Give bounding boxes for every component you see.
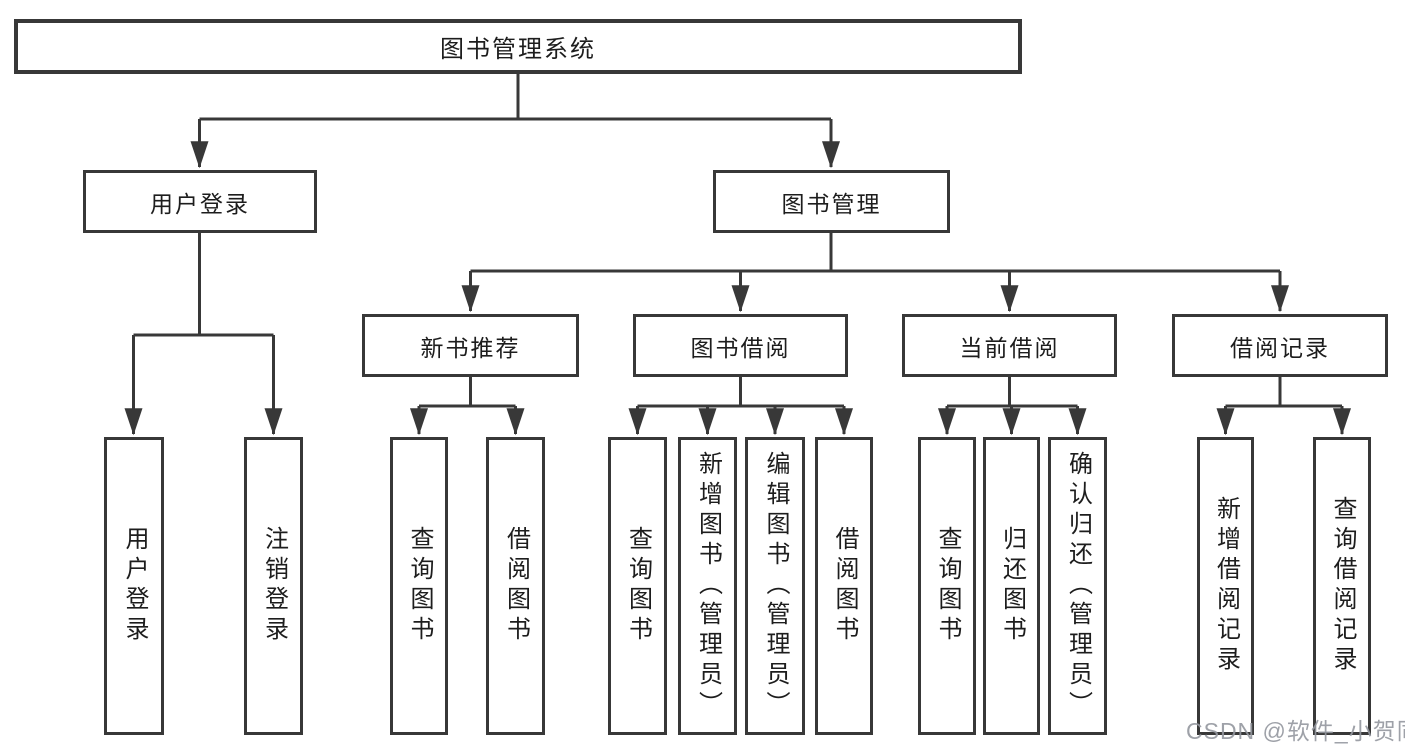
node-label: 图书管理 (781, 190, 882, 217)
node-label: 当前借阅 (959, 334, 1060, 361)
node-borrow-record: 借阅记录 (1172, 314, 1388, 377)
node-label: 查询图书 (934, 526, 961, 646)
node-label: 借阅图书 (831, 526, 858, 646)
node-label: 图书借阅 (690, 334, 791, 361)
leaf-query-book-2: 查询图书 (608, 437, 667, 735)
node-book-borrow: 图书借阅 (633, 314, 848, 377)
node-label: 借阅图书 (502, 526, 530, 646)
leaf-borrow-book-1: 借阅图书 (486, 437, 545, 735)
node-label: 新增借阅记录 (1212, 496, 1240, 676)
node-label: 归还图书 (998, 526, 1026, 646)
leaf-edit-book-admin: 编辑图书（管理员） (745, 437, 805, 735)
node-system-root: 图书管理系统 (14, 19, 1022, 74)
node-label: 注销登录 (260, 526, 288, 646)
node-label: 确认归还（管理员） (1064, 451, 1092, 721)
leaf-confirm-return-admin: 确认归还（管理员） (1048, 437, 1107, 735)
node-label: 查询图书 (406, 526, 433, 646)
node-label: 查询借阅记录 (1329, 496, 1356, 676)
leaf-return-book: 归还图书 (983, 437, 1040, 735)
node-label: 用户登录 (121, 526, 148, 646)
leaf-user-login: 用户登录 (104, 437, 164, 735)
node-current-borrow: 当前借阅 (902, 314, 1117, 377)
node-label: 借阅记录 (1230, 334, 1330, 361)
leaf-query-book-3: 查询图书 (918, 437, 976, 735)
node-label: 图书管理系统 (440, 36, 596, 63)
node-user-login: 用户登录 (83, 170, 317, 233)
leaf-query-book-1: 查询图书 (390, 437, 448, 735)
node-book-management: 图书管理 (713, 170, 950, 233)
leaf-logout: 注销登录 (244, 437, 303, 735)
node-label: 编辑图书（管理员） (762, 451, 789, 721)
leaf-borrow-book-2: 借阅图书 (815, 437, 873, 735)
csdn-watermark: CSDN @软件_小贺同学 (1186, 718, 1405, 744)
node-label: 用户登录 (150, 190, 250, 217)
leaf-add-book-admin: 新增图书（管理员） (678, 437, 737, 735)
node-label: 查询图书 (624, 526, 652, 646)
node-label: 新书推荐 (420, 334, 521, 361)
node-label: 新增图书（管理员） (694, 451, 722, 721)
node-new-book-recommend: 新书推荐 (362, 314, 579, 377)
leaf-query-borrow-record: 查询借阅记录 (1313, 437, 1371, 735)
leaf-add-borrow-record: 新增借阅记录 (1197, 437, 1254, 735)
